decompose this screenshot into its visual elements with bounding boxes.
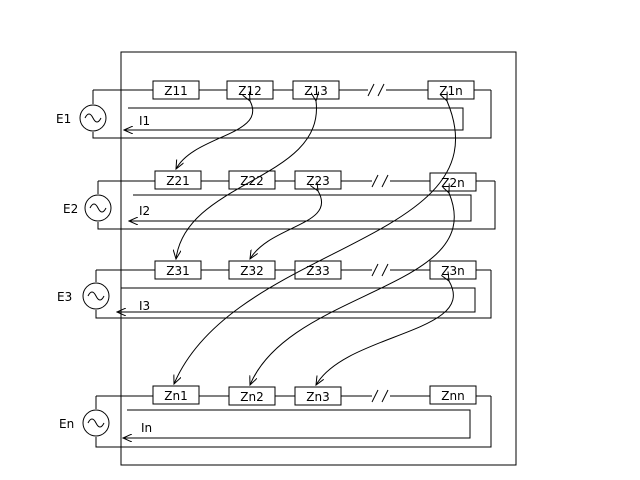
impedance-z3n: Z3n	[429, 260, 477, 280]
impedance-label: Z13	[304, 84, 328, 98]
impedance-z31: Z31	[154, 260, 202, 280]
impedance-label: Z12	[238, 84, 262, 98]
current-label: I2	[139, 204, 150, 218]
impedance-z22: Z22	[228, 170, 276, 190]
break-mark	[381, 263, 389, 277]
break-mark	[371, 389, 379, 403]
source-label: En	[59, 417, 74, 431]
current-loop-arrow	[124, 107, 464, 130]
current-loop-arrow	[129, 194, 472, 221]
ac-source-icon	[82, 282, 110, 310]
ac-source-icon	[82, 409, 110, 437]
impedance-label: Z31	[166, 264, 190, 278]
return-wire	[95, 396, 492, 448]
impedance-label: Z32	[240, 264, 264, 278]
coupling-arrow-z23-z32	[250, 191, 322, 259]
impedance-z23: Z23	[294, 170, 342, 190]
impedance-label: Z11	[164, 84, 188, 98]
impedance-label: Z2n	[441, 176, 464, 190]
impedance-zn2: Zn2	[228, 386, 276, 406]
impedance-label: Z21	[166, 174, 190, 188]
source-label: E3	[57, 290, 72, 304]
impedance-label: Zn1	[164, 389, 187, 403]
coupling-arrow-z2n-zn2	[250, 193, 455, 385]
break-mark	[371, 263, 379, 277]
source-label: E1	[56, 112, 71, 126]
current-loop-arrow	[123, 409, 471, 438]
break-mark	[381, 174, 389, 188]
ac-source-icon	[84, 194, 112, 222]
impedance-z32: Z32	[228, 260, 276, 280]
impedance-z12: Z12	[226, 80, 274, 100]
break-mark	[377, 83, 385, 97]
impedance-znn: Znn	[429, 385, 477, 405]
outer-frame	[120, 51, 517, 466]
ac-source-icon	[79, 104, 107, 132]
impedance-z1n: Z1n	[427, 80, 475, 100]
impedance-zn3: Zn3	[294, 386, 342, 406]
impedance-z13: Z13	[292, 80, 340, 100]
impedance-label: Z3n	[441, 264, 464, 278]
impedance-z21: Z21	[154, 170, 202, 190]
circuit-4: En In Zn1 Zn2 Zn3 Znn	[59, 385, 492, 448]
coupling-arrow-z3n-zn3	[316, 281, 454, 385]
impedance-z2n: Z2n	[429, 172, 477, 192]
current-label: I1	[139, 114, 150, 128]
break-mark	[371, 174, 379, 188]
impedance-label: Zn2	[240, 390, 263, 404]
current-label: I3	[139, 299, 150, 313]
break-mark	[367, 83, 375, 97]
break-mark	[381, 389, 389, 403]
current-loop-arrow	[117, 287, 476, 312]
impedance-z11: Z11	[152, 80, 200, 100]
impedance-label: Znn	[441, 389, 464, 403]
circuit-2: E2 I2 Z21 Z22 Z23 Z2n	[63, 170, 496, 230]
impedance-label: Z1n	[439, 84, 462, 98]
coupling-arrow-z12-z21	[176, 101, 254, 169]
impedance-zn1: Zn1	[152, 385, 200, 405]
coupling-arrow-z1n-zn1	[174, 101, 456, 384]
impedance-label: Z23	[306, 174, 330, 188]
source-label: E2	[63, 202, 78, 216]
current-label: In	[141, 421, 152, 435]
impedance-label: Zn3	[306, 390, 329, 404]
